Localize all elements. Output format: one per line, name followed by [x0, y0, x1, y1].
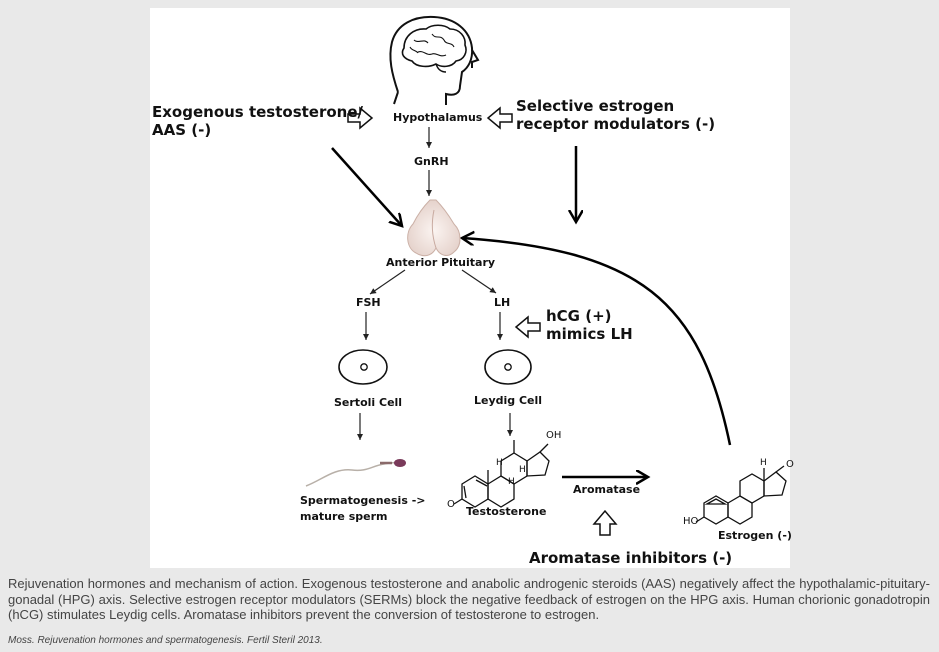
testosterone-h-atom-3: H — [496, 458, 503, 468]
testosterone-h-atom-2: H — [519, 465, 526, 475]
estrogen-o-atom: O — [786, 459, 794, 470]
pituitary-gland-icon — [407, 199, 461, 257]
diagram-panel — [150, 8, 790, 568]
estrogen-label: Estrogen (-) — [718, 529, 792, 542]
hollow-arrow-aromatase-inhibitors — [592, 509, 618, 536]
figure-citation: Moss. Rejuvenation hormones and spermato… — [8, 635, 323, 646]
leydig-cell-icon — [484, 349, 532, 385]
figure-caption: Rejuvenation hormones and mechanism of a… — [8, 576, 930, 622]
exogenous-testosterone-label-line1: Exogenous testosterone/ — [152, 103, 364, 121]
estrogen-structure-icon — [695, 465, 787, 525]
serm-label-line2: receptor modulators (-) — [516, 115, 716, 133]
serm-label-line1: Selective estrogen — [516, 97, 675, 115]
arrow-estrogen-feedback — [462, 238, 732, 446]
arrow-exogenous-to-pituitary — [331, 147, 402, 226]
hcg-label-line2: mimics LH — [546, 325, 633, 343]
hollow-arrow-hcg — [514, 315, 541, 339]
estrogen-h-atom: H — [760, 458, 767, 468]
sertoli-cell-icon — [338, 349, 388, 385]
arrow-pituitary-to-lh — [461, 269, 497, 294]
testosterone-o-atom: O — [447, 499, 455, 510]
aromatase-inhibitors-label: Aromatase inhibitors (-) — [529, 549, 733, 567]
testosterone-oh-group: OH — [546, 430, 562, 441]
estrogen-ho-group: HO — [683, 516, 699, 527]
hypothalamus-label: Hypothalamus — [393, 111, 483, 124]
hollow-arrow-serm — [486, 106, 513, 130]
arrow-pituitary-to-fsh — [369, 269, 406, 295]
hollow-arrow-exogenous — [347, 106, 374, 130]
gnrh-label: GnRH — [414, 155, 449, 168]
fsh-label: FSH — [356, 296, 381, 309]
hcg-label-line1: hCG (+) — [546, 307, 612, 325]
exogenous-testosterone-label-line2: AAS (-) — [152, 121, 212, 139]
testosterone-h-atom-1: H — [508, 477, 515, 487]
sertoli-cell-label: Sertoli Cell — [334, 396, 403, 409]
leydig-cell-label: Leydig Cell — [474, 394, 543, 407]
lh-label: LH — [494, 296, 511, 309]
aromatase-label: Aromatase — [573, 483, 641, 496]
testosterone-structure-icon — [453, 440, 550, 508]
sperm-icon — [305, 459, 406, 487]
brain-head-icon — [389, 15, 480, 105]
testosterone-label: Testosterone — [466, 505, 547, 518]
anterior-pituitary-label: Anterior Pituitary — [386, 256, 496, 269]
spermatogenesis-label-line1: Spermatogenesis -> — [300, 494, 426, 507]
spermatogenesis-label-line2: mature sperm — [300, 510, 388, 523]
